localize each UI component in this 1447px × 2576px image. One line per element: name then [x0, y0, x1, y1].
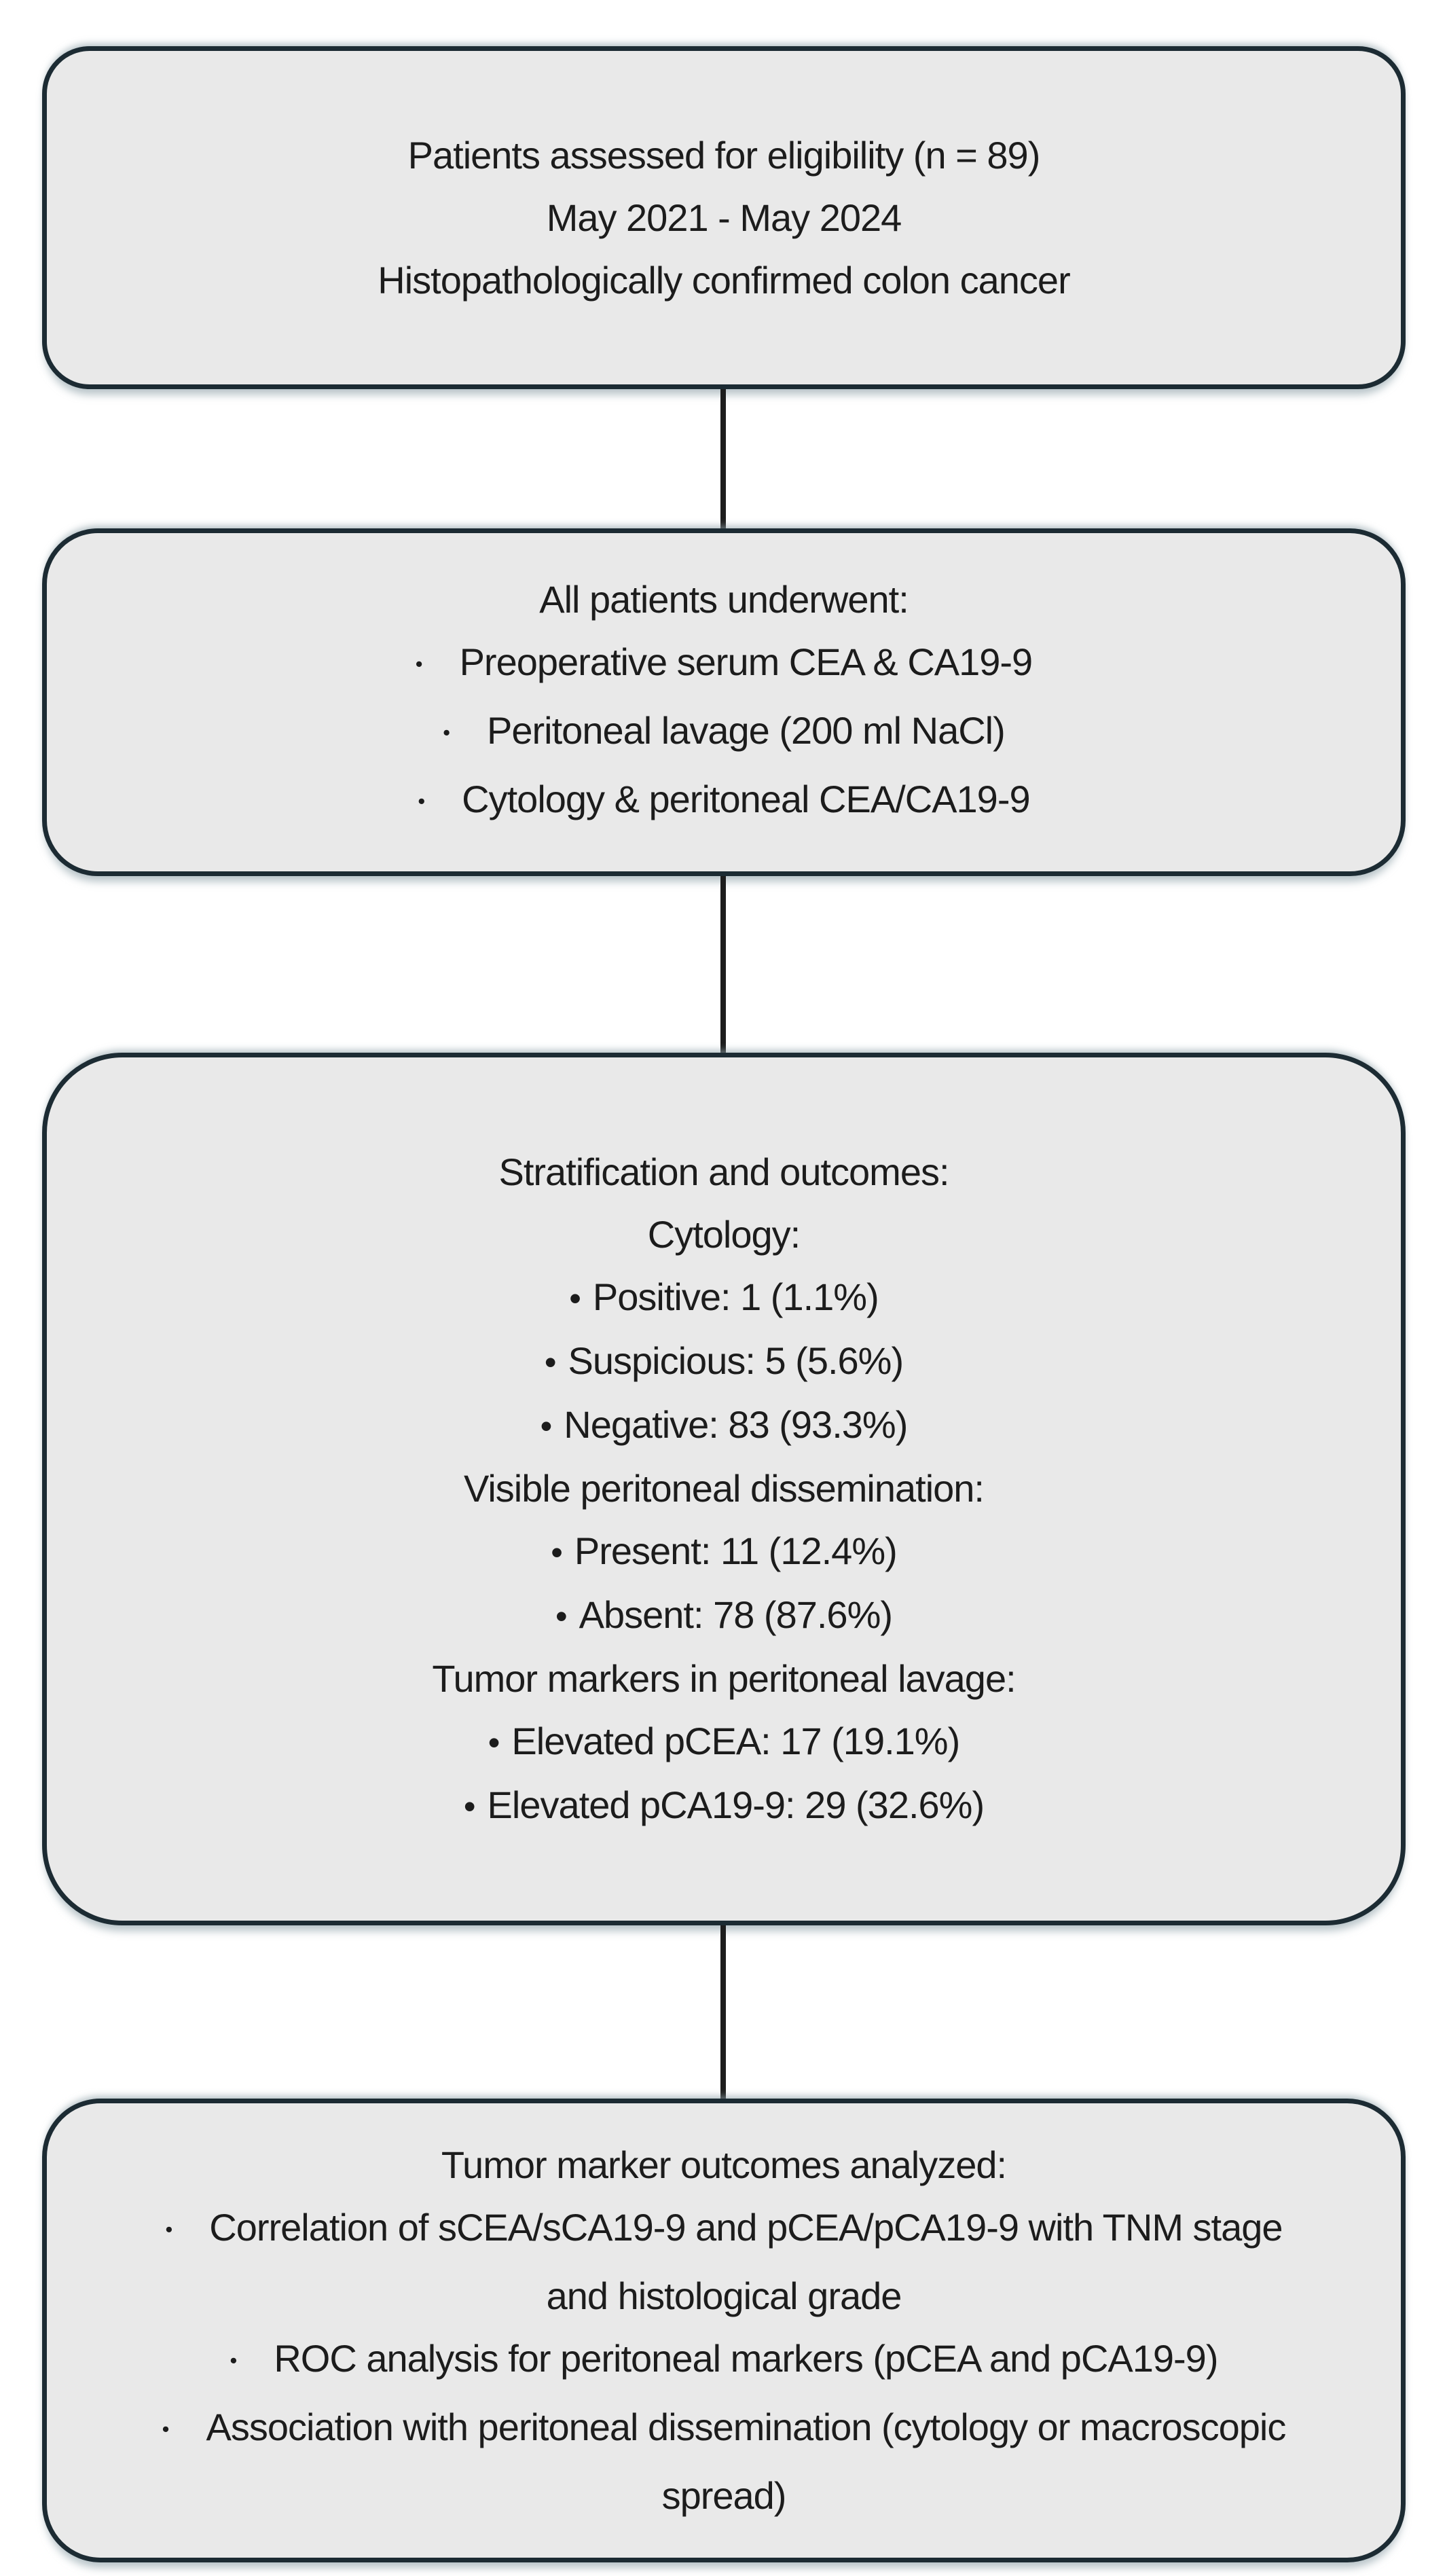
line-text: Histopathologically confirmed colon canc… [378, 258, 1070, 302]
flow-box-procedures-content: All patients underwent: • Preoperative se… [47, 568, 1401, 837]
bullet-line: • Preoperative serum CEA & CA19-9 [94, 631, 1353, 700]
line-text: Patients assessed for eligibility (n = 8… [407, 133, 1041, 177]
flow-box-stratification: Stratification and outcomes: Cytology: •… [42, 1053, 1406, 1925]
bullet-icon: • [443, 720, 450, 744]
line-text: Positive: 1 (1.1%) [592, 1275, 879, 1318]
line-text: Cytology: [647, 1212, 801, 1256]
flow-box-stratification-content: Stratification and outcomes: Cytology: •… [47, 1141, 1401, 1838]
flow-box-eligibility-content: Patients assessed for eligibility (n = 8… [47, 124, 1401, 312]
bullet-icon: • [555, 1596, 568, 1635]
connector-3 [720, 1925, 726, 2099]
line-text: Preoperative serum CEA & CA19-9 [459, 640, 1033, 683]
connector-2 [720, 876, 726, 1053]
bullet-icon: • [418, 788, 425, 813]
line-text: Correlation of sCEA/sCA19-9 and pCEA/pCA… [209, 2206, 1283, 2317]
flow-box-outcomes: Tumor marker outcomes analyzed: • Correla… [42, 2099, 1406, 2562]
bullet-icon: • [551, 1532, 563, 1572]
text-line: May 2021 - May 2024 [94, 187, 1353, 249]
text-line: Cytology: [94, 1203, 1353, 1266]
bullet-line: • Positive: 1 (1.1%) [94, 1266, 1353, 1330]
bullet-line: • Suspicious: 5 (5.6%) [94, 1330, 1353, 1394]
bullet-line: • Present: 11 (12.4%) [94, 1520, 1353, 1584]
text-line: Visible peritoneal dissemination: [94, 1457, 1353, 1520]
line-text: Suspicious: 5 (5.6%) [568, 1339, 904, 1382]
bullet-line: • Absent: 78 (87.6%) [94, 1584, 1353, 1648]
bullet-icon: • [540, 1406, 553, 1445]
line-text: Absent: 78 (87.6%) [579, 1593, 893, 1636]
line-text: Stratification and outcomes: [498, 1150, 949, 1193]
bullet-line: • Peritoneal lavage (200 ml NaCl) [94, 700, 1353, 768]
bullet-icon: • [488, 1722, 500, 1762]
line-text: Elevated pCEA: 17 (19.1%) [511, 1719, 960, 1762]
flow-box-eligibility: Patients assessed for eligibility (n = 8… [42, 46, 1406, 389]
line-text: Tumor markers in peritoneal lavage: [432, 1656, 1016, 1700]
bullet-line: • Elevated pCA19-9: 29 (32.6%) [94, 1774, 1353, 1838]
line-text: Tumor marker outcomes analyzed: [441, 2143, 1007, 2186]
bullet-icon: • [569, 1278, 581, 1318]
line-text: Negative: 83 (93.3%) [564, 1402, 908, 1446]
bullet-line: • ROC analysis for peritoneal markers (pC… [147, 2327, 1301, 2396]
text-line: Tumor markers in peritoneal lavage: [94, 1648, 1353, 1710]
bullet-line: • Cytology & peritoneal CEA/CA19-9 [94, 768, 1353, 837]
bullet-icon: • [463, 1786, 476, 1826]
text-line: Tumor marker outcomes analyzed: [147, 2134, 1301, 2196]
bullet-line: • Correlation of sCEA/sCA19-9 and pCEA/pC… [147, 2196, 1301, 2327]
bullet-icon: • [162, 2417, 170, 2441]
line-text: Elevated pCA19-9: 29 (32.6%) [487, 1783, 985, 1826]
line-text: Cytology & peritoneal CEA/CA19-9 [462, 777, 1030, 820]
bullet-icon: • [230, 2348, 238, 2372]
bullet-icon: • [544, 1342, 557, 1381]
line-text: Peritoneal lavage (200 ml NaCl) [487, 708, 1006, 752]
bullet-icon: • [415, 651, 423, 676]
text-line: Histopathologically confirmed colon canc… [94, 249, 1353, 312]
connector-1 [720, 389, 726, 528]
bullet-line: • Elevated pCEA: 17 (19.1%) [94, 1710, 1353, 1774]
text-line: All patients underwent: [94, 568, 1353, 631]
flow-box-outcomes-content: Tumor marker outcomes analyzed: • Correla… [47, 2134, 1401, 2527]
text-line: Stratification and outcomes: [94, 1141, 1353, 1203]
bullet-line: • Negative: 83 (93.3%) [94, 1394, 1353, 1457]
line-text: Present: 11 (12.4%) [574, 1529, 898, 1572]
line-text: All patients underwent: [539, 577, 909, 621]
line-text: Association with peritoneal disseminatio… [206, 2406, 1286, 2517]
bullet-line: • Association with peritoneal disseminati… [147, 2396, 1301, 2527]
bullet-icon: • [165, 2217, 172, 2241]
line-text: May 2021 - May 2024 [546, 196, 902, 239]
line-text: ROC analysis for peritoneal markers (pCE… [274, 2337, 1218, 2380]
flow-box-procedures: All patients underwent: • Preoperative se… [42, 528, 1406, 876]
line-text: Visible peritoneal dissemination: [464, 1466, 985, 1510]
text-line: Patients assessed for eligibility (n = 8… [94, 124, 1353, 187]
